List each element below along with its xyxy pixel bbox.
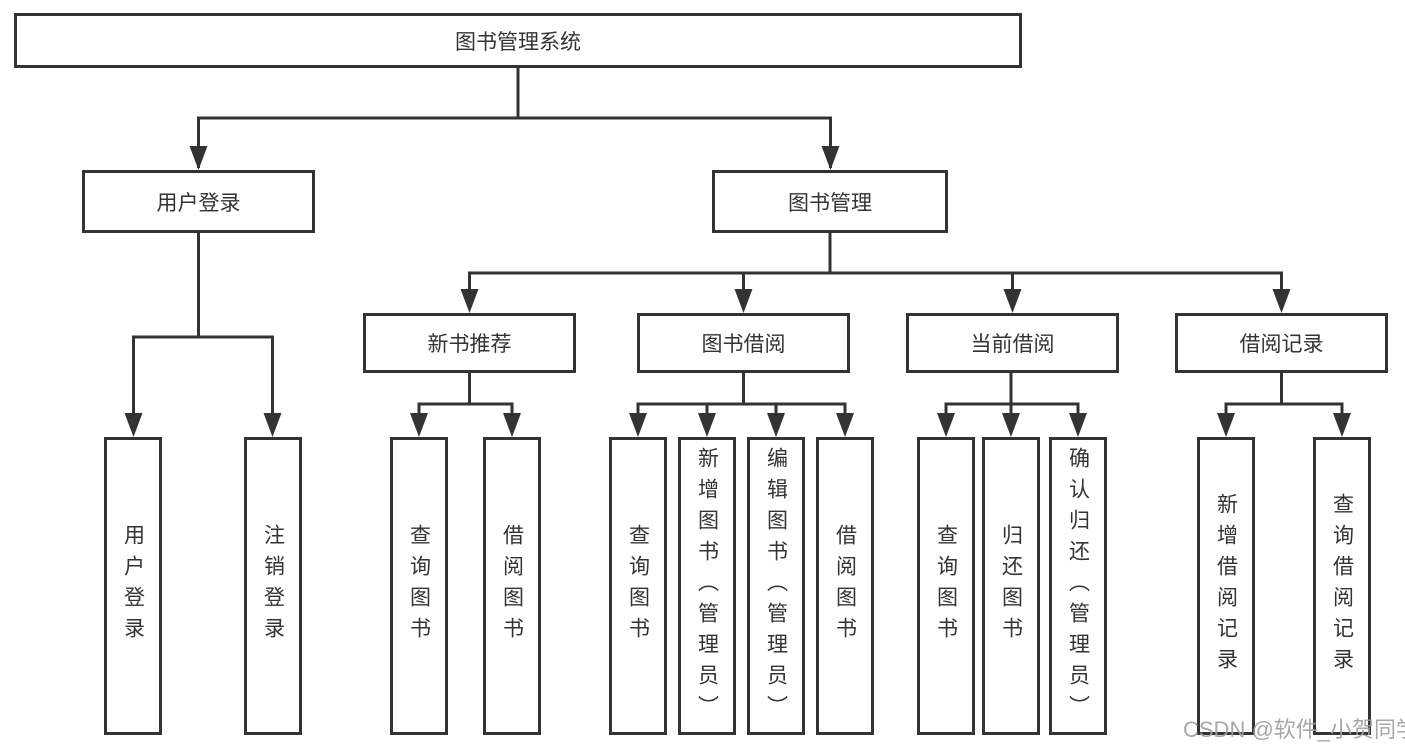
node-new-book-recommend: 新书推荐	[363, 313, 576, 373]
node-leaf-add-books-admin: 新增图书（管理员）	[678, 437, 736, 735]
node-label: 当前借阅	[970, 333, 1055, 356]
leaf-label: 编辑图书（管理员）	[764, 446, 788, 726]
node-label: 用户登录	[156, 191, 241, 215]
arrow-down-icon	[1069, 413, 1087, 437]
arrow-down-icon	[767, 413, 785, 437]
arrow-down-icon	[1333, 413, 1351, 437]
node-leaf-return-books: 归还图书	[982, 437, 1040, 735]
node-label: 借阅记录	[1239, 333, 1324, 356]
arrow-down-icon	[410, 413, 428, 437]
arrow-down-icon	[836, 413, 854, 437]
leaf-label: 新增图书（管理员）	[695, 446, 719, 726]
arrow-down-icon	[937, 413, 955, 437]
node-current-borrow: 当前借阅	[906, 313, 1119, 373]
node-leaf-query-borrow-record: 查询借阅记录	[1313, 437, 1371, 735]
arrow-down-icon	[189, 146, 208, 170]
leaf-label: 借阅图书	[833, 524, 857, 648]
leaf-label: 新增借阅记录	[1214, 493, 1238, 679]
node-label: 图书管理	[788, 191, 872, 215]
connector-borrow-records-to-leaves	[1217, 373, 1351, 437]
node-user-login: 用户登录	[82, 170, 315, 233]
arrow-down-icon	[1272, 289, 1291, 313]
node-root-system: 图书管理系统	[14, 13, 1022, 68]
node-leaf-logout: 注销登录	[244, 437, 302, 735]
connector-user-login-to-leaves	[124, 233, 282, 437]
node-borrow-records: 借阅记录	[1175, 313, 1388, 373]
leaf-label: 查询图书	[626, 524, 650, 648]
node-book-management: 图书管理	[712, 170, 948, 233]
connector-new-book-recommend-to-leaves	[410, 373, 521, 437]
connector-book-borrow-to-leaves	[629, 373, 854, 437]
leaf-label: 查询图书	[934, 524, 958, 648]
connector-book-management-to-level3	[460, 233, 1291, 313]
node-label: 图书借阅	[701, 333, 786, 356]
leaf-label: 确认归还（管理员）	[1066, 446, 1090, 726]
arrow-down-icon	[1003, 289, 1022, 313]
arrow-down-icon	[124, 413, 143, 437]
leaf-label: 用户登录	[121, 524, 145, 648]
leaf-label: 查询图书	[407, 524, 431, 648]
node-leaf-query-books-2: 查询图书	[609, 437, 667, 735]
arrow-down-icon	[698, 413, 716, 437]
node-leaf-query-books-1: 查询图书	[390, 437, 448, 735]
node-leaf-confirm-return-admin: 确认归还（管理员）	[1049, 437, 1107, 735]
node-leaf-borrow-books-1: 借阅图书	[483, 437, 541, 735]
arrow-down-icon	[1217, 413, 1235, 437]
arrow-down-icon	[629, 413, 647, 437]
node-leaf-edit-books-admin: 编辑图书（管理员）	[747, 437, 805, 735]
connector-root-to-level2	[189, 68, 840, 170]
connector-current-borrow-to-leaves	[937, 373, 1087, 437]
arrow-down-icon	[734, 289, 753, 313]
arrow-down-icon	[460, 289, 479, 313]
node-leaf-query-books-3: 查询图书	[917, 437, 975, 735]
leaf-label: 借阅图书	[500, 524, 524, 648]
node-root-label: 图书管理系统	[455, 30, 581, 54]
leaf-label: 查询借阅记录	[1330, 493, 1354, 679]
arrow-down-icon	[821, 146, 840, 170]
arrow-down-icon	[263, 413, 282, 437]
arrow-down-icon	[503, 413, 521, 437]
node-leaf-borrow-books-2: 借阅图书	[816, 437, 874, 735]
leaf-label: 注销登录	[261, 524, 285, 648]
node-leaf-user-login: 用户登录	[104, 437, 162, 735]
node-leaf-add-borrow-record: 新增借阅记录	[1197, 437, 1255, 735]
node-label: 新书推荐	[427, 333, 512, 356]
leaf-label: 归还图书	[999, 524, 1023, 648]
csdn-watermark: CSDN @软件_小贺同学	[1183, 717, 1405, 742]
node-book-borrow: 图书借阅	[637, 313, 850, 373]
arrow-down-icon	[1002, 413, 1020, 437]
